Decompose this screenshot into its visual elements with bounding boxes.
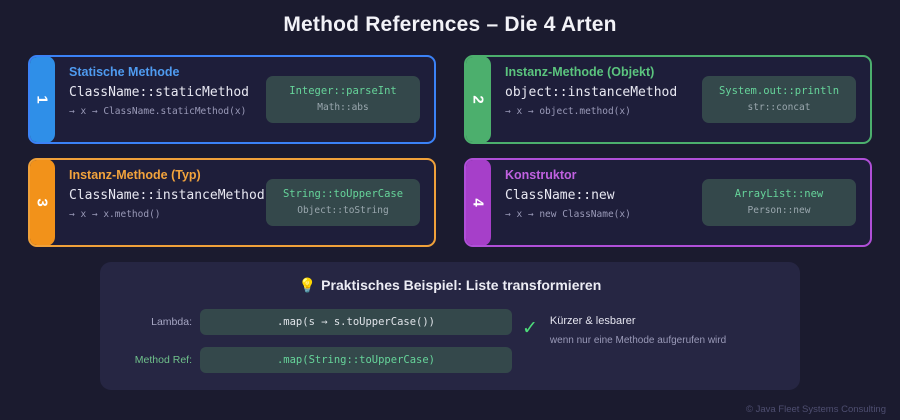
card-signature: object::instanceMethod [505,85,678,100]
card-kind-label: Konstruktor [505,168,577,182]
methodref-code-box: .map(String::toUpperCase) [200,347,512,373]
method-reference-cards: 1 Statische Methode ClassName::staticMet… [28,55,872,247]
card-kind-label: Statische Methode [69,65,180,79]
card-kind-label: Instanz-Methode (Objekt) [505,65,655,79]
example-primary: String::toUpperCase [282,188,404,201]
card-body: Konstruktor ClassName::new → x → new Cla… [491,160,702,245]
card-number-badge: 2 [466,57,491,142]
example-primary: Integer::parseInt [289,85,397,98]
lambda-code-box: .map(s → s.toUpperCase()) [200,309,512,335]
lambda-row: Lambda: .map(s → s.toUpperCase()) [122,309,512,335]
benefit-callout: ✓ Kürzer & lesbarer wenn nur eine Method… [512,309,800,385]
card-example-chip: Integer::parseInt Math::abs [266,76,420,123]
card-number: 1 [33,95,51,104]
card-signature: ClassName::new [505,188,615,203]
card-hint: → x → new ClassName(x) [505,209,631,220]
lambda-label: Lambda: [151,316,192,328]
card-body: Statische Methode ClassName::staticMetho… [55,57,266,142]
card-number-badge: 1 [30,57,55,142]
practical-example-panel: 💡Praktisches Beispiel: Liste transformie… [100,262,800,390]
methodref-row: Method Ref: .map(String::toUpperCase) [122,347,512,373]
card-instance-method-type[interactable]: 3 Instanz-Methode (Typ) ClassName::insta… [28,158,436,247]
benefit-subtext: wenn nur eine Methode aufgerufen wird [549,335,727,346]
card-static-method[interactable]: 1 Statische Methode ClassName::staticMet… [28,55,436,144]
card-hint: → x → x.method() [69,209,161,220]
card-hint: → x → object.method(x) [505,106,631,117]
card-number-badge: 3 [30,160,55,245]
methodref-label: Method Ref: [134,354,192,366]
card-signature: ClassName::staticMethod [69,85,250,100]
panel-title-text: Praktisches Beispiel: Liste transformier… [321,277,602,293]
card-number-badge: 4 [466,160,491,245]
page-title: Method References – Die 4 Arten [283,13,617,36]
card-signature: ClassName::instanceMethod [69,188,265,203]
example-secondary: Math::abs [317,101,369,113]
check-icon: ✓ [522,318,538,339]
benefit-text: Kürzer & lesbarer wenn nur eine Methode … [550,315,726,346]
code-comparison: Lambda: .map(s → s.toUpperCase()) Method… [100,309,512,385]
footer-copyright: © Java Fleet Systems Consulting [745,404,886,415]
card-example-chip: System.out::println str::concat [702,76,856,123]
example-secondary: Person::new [747,204,811,216]
example-secondary: Object::toString [297,204,389,216]
card-hint: → x → ClassName.staticMethod(x) [69,106,247,117]
card-example-chip: ArrayList::new Person::new [702,179,856,226]
card-constructor[interactable]: 4 Konstruktor ClassName::new → x → new C… [464,158,872,247]
lightbulb-icon: 💡 [298,277,317,293]
card-kind-label: Instanz-Methode (Typ) [69,168,201,182]
card-body: Instanz-Methode (Typ) ClassName::instanc… [55,160,266,245]
benefit-headline: Kürzer & lesbarer [549,315,636,327]
card-example-chip: String::toUpperCase Object::toString [266,179,420,226]
example-primary: System.out::println [718,85,840,98]
example-primary: ArrayList::new [734,188,824,201]
card-number: 2 [469,95,487,104]
card-body: Instanz-Methode (Objekt) object::instanc… [491,57,702,142]
card-number: 3 [33,198,51,207]
lambda-code: .map(s → s.toUpperCase()) [276,316,436,328]
panel-title: 💡Praktisches Beispiel: Liste transformie… [100,277,800,294]
example-secondary: str::concat [747,101,811,113]
card-instance-method-object[interactable]: 2 Instanz-Methode (Objekt) object::insta… [464,55,872,144]
methodref-code: .map(String::toUpperCase) [276,354,436,366]
card-number: 4 [469,198,487,207]
panel-content: Lambda: .map(s → s.toUpperCase()) Method… [100,309,800,385]
